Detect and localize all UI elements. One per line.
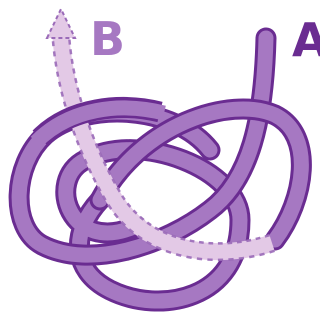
arrow-head-icon	[47, 9, 75, 38]
label-b: B	[90, 12, 125, 66]
label-a: A	[292, 13, 320, 67]
